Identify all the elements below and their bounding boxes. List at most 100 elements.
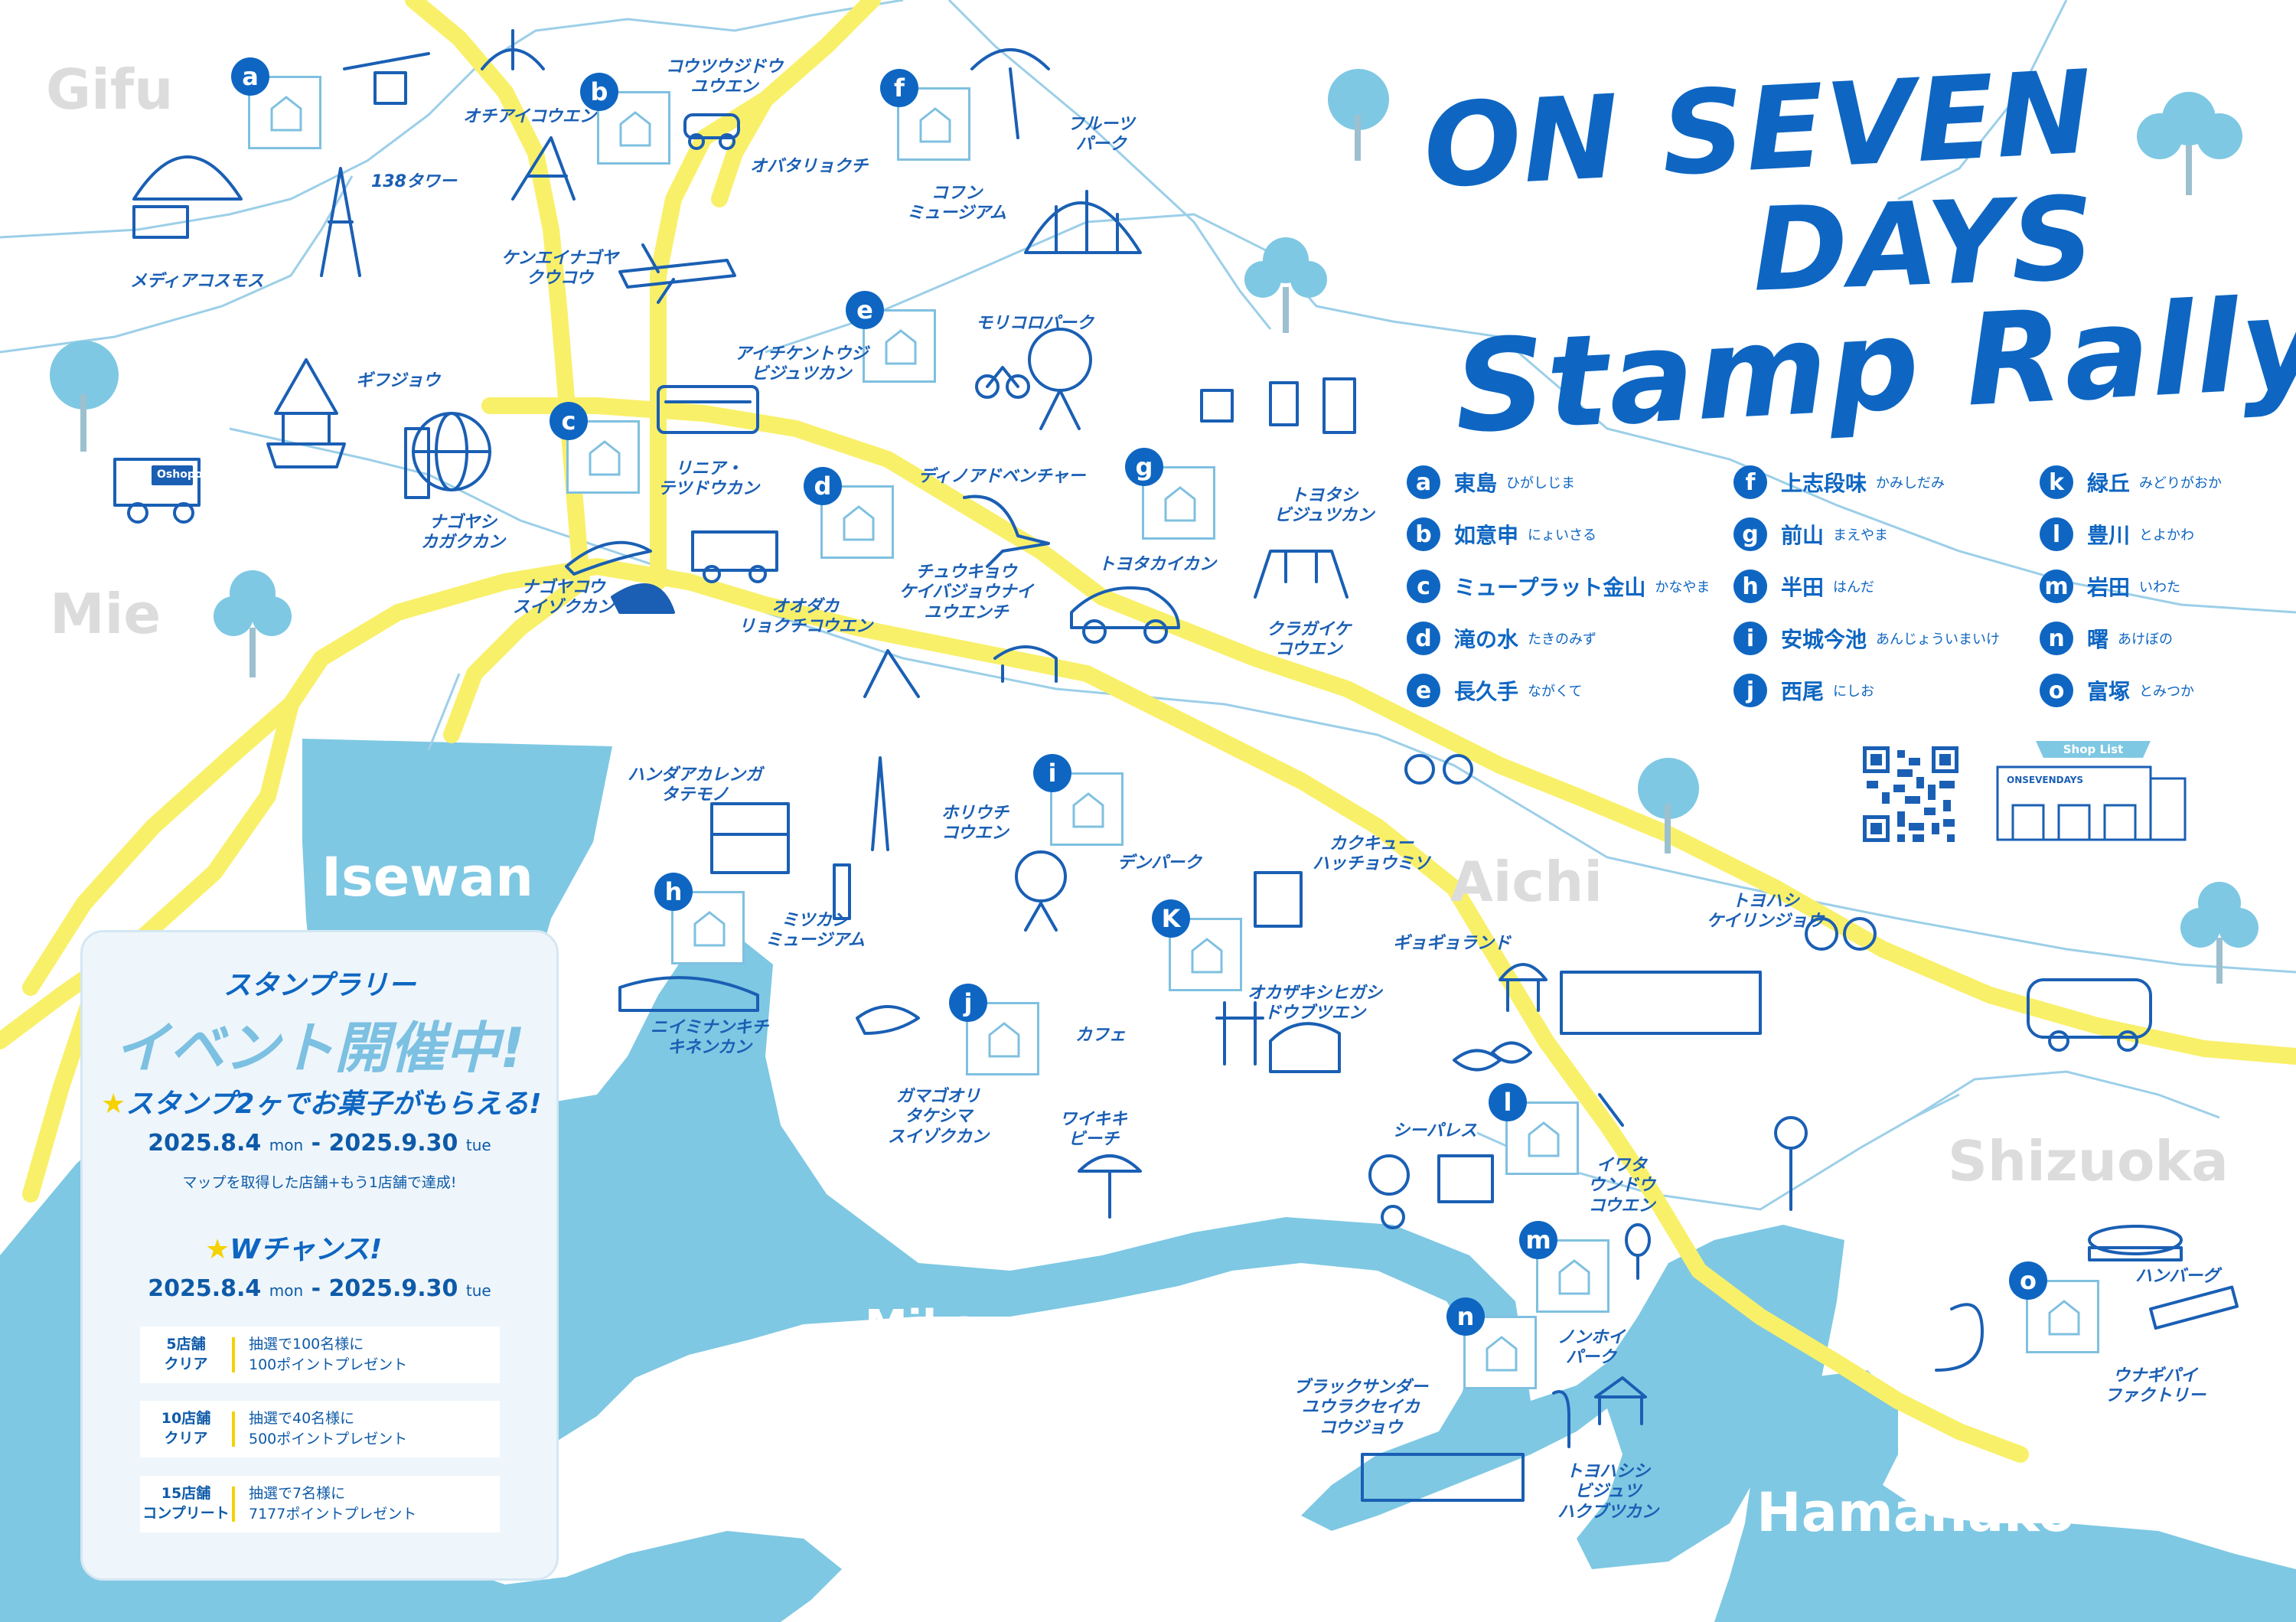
landmark-hamburg: ハンバーグ: [2135, 1267, 2220, 1286]
swing-icon: [1254, 550, 1349, 599]
house-icon: [1072, 792, 1104, 828]
date-from-dow: mon: [269, 1136, 304, 1154]
landmark-kenei-nagoya-kuko: ケンエイナゴヤ クウコウ: [501, 249, 618, 289]
prize-row: 5店舗クリア 抽選で100名様に 100ポイントプレゼント: [140, 1327, 500, 1383]
vinegar-bottle-icon: [833, 863, 851, 920]
fish-icon: [1453, 1041, 1532, 1072]
flamingo-icon: [1552, 1390, 1570, 1448]
legend-name: 曙: [2087, 627, 2109, 652]
prize-desc-2: 100ポイントプレゼント: [249, 1356, 408, 1373]
gifu-castle-icon: [266, 358, 346, 468]
date-from-dow: mon: [269, 1281, 304, 1300]
legend-letter: j: [1733, 674, 1767, 707]
store-sign: ONSEVENDAYS: [2007, 775, 2084, 785]
hamburger-icon: [2088, 1225, 2183, 1261]
landmark-kuragaike-koen: クラガイケ コウエン: [1267, 620, 1352, 660]
bicycle-icon: [975, 366, 1030, 399]
date-to: 2025.9.30: [328, 1130, 458, 1157]
spot-badge: l: [1489, 1083, 1527, 1121]
shop-building-icon: [1996, 741, 2187, 841]
legend-letter: o: [2040, 674, 2073, 707]
house-icon: [693, 911, 726, 947]
fountain-icon: [481, 29, 545, 70]
spot-badge: e: [846, 291, 884, 329]
prize-desc-1: 抽選で7名様に: [249, 1485, 346, 1503]
star-icon: ★: [101, 1088, 126, 1120]
date-separator: -: [303, 1130, 329, 1157]
dinosaur-icon: [963, 494, 1050, 568]
event-benefit-text: スタンプ2ヶでお菓子がもらえる!: [126, 1088, 542, 1120]
legend-reading: たきのみず: [1528, 632, 1597, 648]
landmark-kofun-museum: コフン ミュージアム: [907, 184, 1007, 224]
spot-badge: a: [231, 57, 269, 96]
tree-icon: [1328, 69, 1389, 161]
landmark-handa-akarenga: ハンダアカレンガ タテモノ: [628, 765, 763, 805]
racket-icon: [1625, 1223, 1651, 1280]
landmark-tower-138: 138タワー: [371, 172, 457, 191]
landmark-nagoya-kagakukan: ナゴヤシ カガクカン: [421, 513, 506, 553]
w-chance-text: Wチャンス!: [230, 1234, 383, 1265]
legend-letter: e: [1407, 674, 1440, 707]
legend-reading: ひがしじま: [1506, 475, 1576, 491]
legend-name: 上志段味: [1781, 471, 1867, 496]
factory-icon: [1361, 1453, 1525, 1502]
legend-name: 前山: [1781, 523, 1825, 548]
ferris-wheel-small-icon: [1015, 850, 1067, 932]
prize-label-2: コンプリート: [142, 1505, 230, 1522]
qr-code-icon[interactable]: [1863, 746, 1958, 842]
airplane-icon: [618, 243, 736, 304]
umbrella-icon: [1078, 1154, 1142, 1219]
paintings-icon: [1200, 377, 1356, 434]
food-truck-icon: [113, 458, 201, 524]
shop-list-illustration[interactable]: Shop List ONSEVENDAYS: [1990, 736, 2193, 845]
spot-badge: h: [654, 873, 693, 911]
prize-description: 抽選で100名様に 100ポイントプレゼント: [249, 1327, 407, 1383]
spot-badge: o: [2009, 1261, 2047, 1300]
road-ring: [443, 573, 590, 743]
landmark-toyohashi-museum: トヨハシシ ビジュツ ハクブツカン: [1557, 1462, 1659, 1522]
legend-reading: にょいさる: [1528, 527, 1597, 543]
prize-label-1: 10店舗: [161, 1410, 211, 1428]
prize-desc-1: 抽選で100名様に: [249, 1336, 364, 1353]
prize-divider: [232, 1337, 235, 1372]
landmark-morikoro-park: モリコロパーク: [976, 314, 1094, 333]
road-upper: [481, 397, 2296, 1065]
landmark-fruits-park: フルーツ パーク: [1068, 115, 1135, 155]
prize-desc-2: 500ポイントプレゼント: [249, 1431, 408, 1447]
store-building-icon: [1560, 971, 1762, 1035]
prize-label: 5店舗クリア: [140, 1327, 232, 1383]
legend-name: 西尾: [1781, 679, 1825, 704]
landmark-mizkan-museum: ミツカン ミュージアム: [765, 911, 866, 951]
event-period-1: 2025.8.4 mon - 2025.9.30 tue: [83, 1130, 556, 1157]
landmark-obata-ryokuchi: オバタリョクチ: [750, 157, 869, 176]
unagi-pie-icon: [2148, 1285, 2239, 1330]
legend-name: 豊川: [2087, 523, 2131, 548]
prize-label-1: 15店舗: [161, 1485, 211, 1503]
dolphin-icon: [565, 540, 652, 576]
bat-icon: [1598, 1093, 1624, 1127]
landmark-toyota-bijutsukan: トヨタシ ビジュツカン: [1274, 486, 1375, 526]
cyclist-icon: [1404, 754, 1877, 951]
landmark-chukyo-keiba: チュウキョウ ケイバジョウナイ ユウエンチ: [899, 563, 1034, 622]
hamanako-water: [1714, 1370, 2296, 1622]
legend-name: 安城今池: [1781, 627, 1867, 652]
legend-reading: みどりがおか: [2139, 475, 2223, 491]
landmark-toyota-kaikan: トヨタカイカン: [1098, 555, 1217, 574]
